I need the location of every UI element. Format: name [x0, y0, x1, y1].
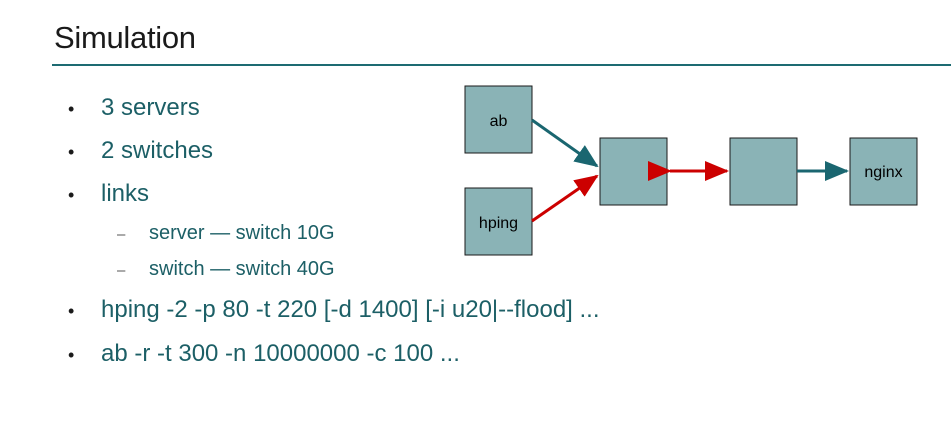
bullet-item: • links: [68, 180, 150, 208]
command-text: ab -r -t 300 -n 10000000 -c 100 ...: [101, 340, 460, 367]
sub-bullet-text: switch — switch 40G: [149, 258, 335, 280]
bullet-dot-icon: •: [68, 301, 75, 321]
node-ab: ab: [464, 85, 533, 154]
node-hping: hping: [464, 187, 533, 256]
link-ab-to-switch1: [531, 118, 599, 168]
bullet-item: • 2 switches: [68, 137, 214, 165]
bullet-dot-icon: •: [68, 185, 75, 205]
node-nginx-label: nginx: [864, 164, 902, 181]
node-switch-2: [729, 137, 798, 206]
command-item: • ab -r -t 300 -n 10000000 -c 100 ...: [68, 340, 460, 368]
bullet-text: 3 servers: [101, 94, 200, 121]
sub-bullet-text: server — switch 10G: [149, 222, 335, 244]
sub-bullet-dash-icon: –: [117, 262, 126, 279]
node-hping-label: hping: [479, 215, 518, 232]
bullet-item: • 3 servers: [68, 94, 200, 122]
node-switch-1: [599, 137, 668, 206]
bullet-text: 2 switches: [101, 137, 214, 164]
command-item: • hping -2 -p 80 -t 220 [-d 1400] [-i u2…: [68, 296, 600, 324]
bullet-dot-icon: •: [68, 142, 75, 162]
title-divider: [52, 64, 951, 66]
slide-title: Simulation: [54, 20, 196, 55]
bullet-text: links: [101, 180, 150, 207]
node-ab-label: ab: [490, 113, 508, 130]
sub-bullet-item: – server — switch 10G: [117, 222, 335, 245]
command-text: hping -2 -p 80 -t 220 [-d 1400] [-i u20|…: [101, 296, 600, 323]
sub-bullet-item: – switch — switch 40G: [117, 258, 335, 281]
sub-bullet-dash-icon: –: [117, 226, 126, 243]
bullet-dot-icon: •: [68, 345, 75, 365]
bullet-dot-icon: •: [68, 99, 75, 119]
link-hping-to-switch1: [531, 174, 599, 223]
node-nginx: nginx: [849, 137, 918, 206]
